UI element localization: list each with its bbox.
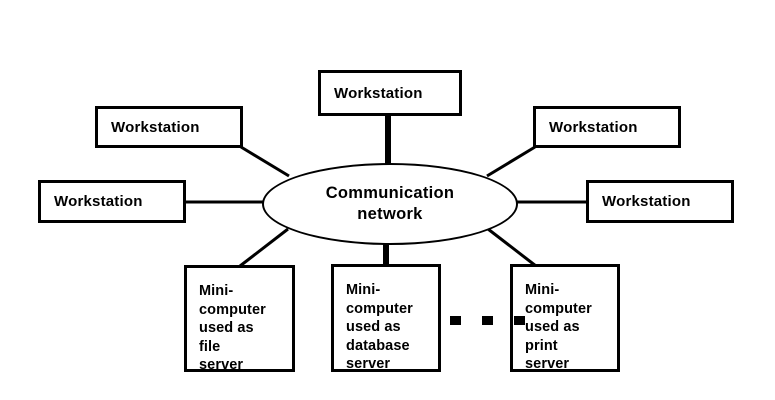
workstation-top: Workstation	[318, 70, 462, 116]
minicomputer-print-server-label: Mini- computer used as print server	[525, 282, 592, 373]
workstation-mid-left-label: Workstation	[54, 193, 143, 210]
hub-communication-network: Communication network	[262, 163, 518, 245]
connector-workstation-upper-left	[240, 145, 290, 178]
minicomputer-database-server: Mini- computer used as database server	[331, 264, 441, 372]
workstation-mid-right: Workstation	[586, 180, 734, 223]
minicomputer-file-server-label: Mini- computer used as file server	[199, 283, 266, 374]
ellipsis-dot	[482, 316, 493, 325]
ellipsis-dot	[450, 316, 461, 325]
minicomputer-database-server-label: Mini- computer used as database server	[346, 282, 413, 373]
workstation-top-label: Workstation	[334, 84, 423, 102]
workstation-mid-left: Workstation	[38, 180, 186, 223]
minicomputer-file-server: Mini- computer used as file server	[184, 265, 295, 374]
minicomputer-print-server: Mini- computer used as print server	[510, 264, 620, 372]
hub-label: Communication network	[325, 184, 455, 223]
workstation-upper-right: Workstation	[533, 106, 681, 148]
workstation-upper-left-label: Workstation	[111, 118, 200, 136]
connector-minicomputer-file-server	[239, 227, 289, 268]
ellipsis-more-minicomputers	[450, 316, 525, 325]
workstation-upper-left: Workstation	[95, 106, 243, 148]
workstation-mid-right-label: Workstation	[602, 193, 691, 210]
workstation-upper-right-label: Workstation	[549, 118, 638, 136]
connector-minicomputer-print-server	[487, 227, 537, 268]
connector-workstation-upper-right	[486, 145, 536, 178]
ellipsis-dot	[514, 316, 525, 325]
